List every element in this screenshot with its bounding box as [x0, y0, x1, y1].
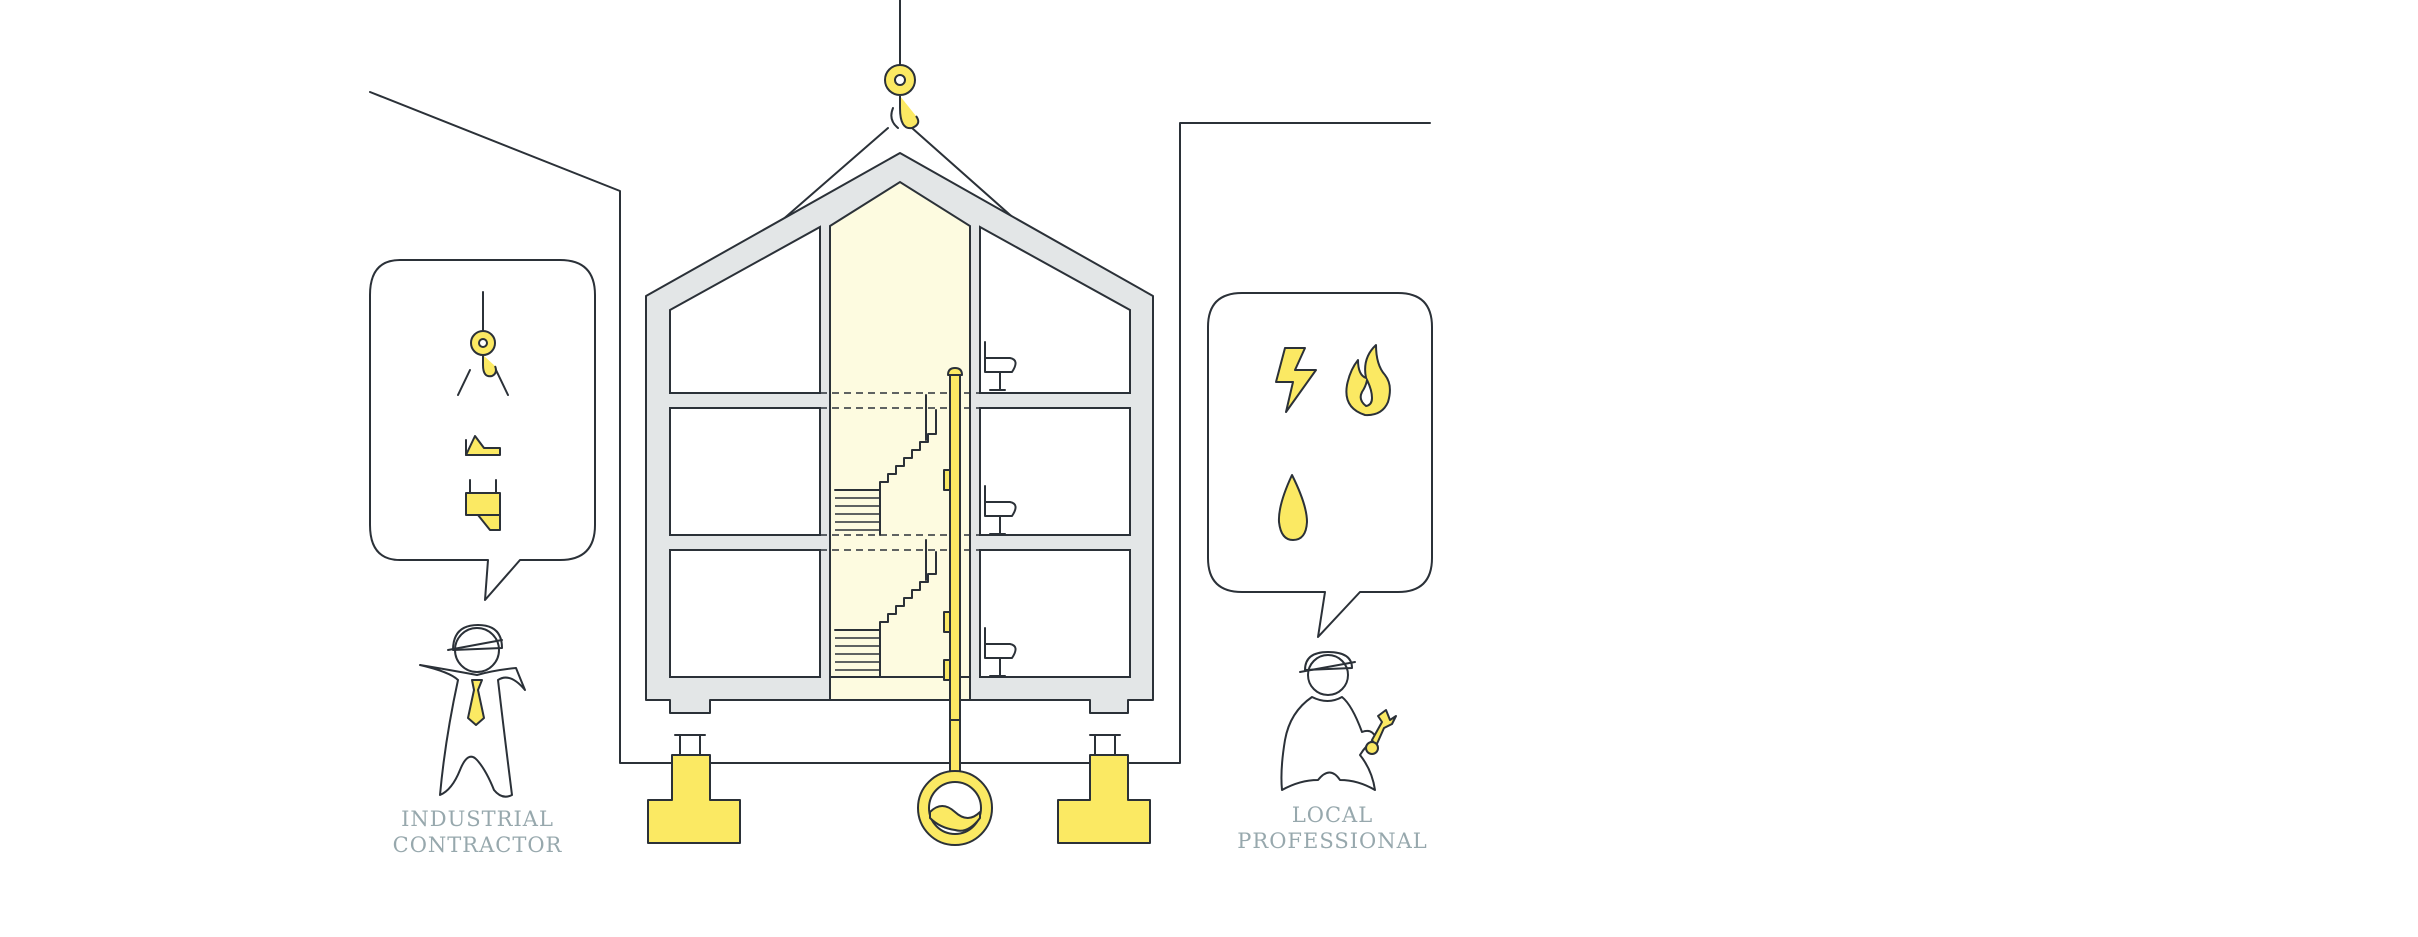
local-professional-figure	[1280, 651, 1397, 791]
speech-bubble-right	[1207, 292, 1433, 638]
foundation-block-right	[1057, 734, 1151, 844]
foundation-block-left	[647, 734, 741, 844]
caption-line: LOCAL	[1291, 803, 1374, 827]
room-right-bottom	[979, 549, 1131, 678]
room-right-top	[979, 225, 1131, 394]
toilet-icon	[984, 341, 1017, 677]
room-left-middle	[669, 407, 821, 536]
plug-connector-icon	[465, 479, 501, 531]
lightning-bolt-icon	[1275, 347, 1317, 413]
water-drop-icon	[1277, 474, 1308, 541]
flame-icon	[1345, 344, 1391, 417]
caption-line: INDUSTRIAL	[401, 807, 554, 831]
crane-hook-icon	[884, 64, 920, 130]
caption-line: CONTRACTOR	[392, 833, 563, 857]
staircase	[834, 394, 937, 678]
caption-line: PROFESSIONAL	[1237, 829, 1428, 853]
house-section	[645, 152, 1154, 721]
crane-hook-small-icon	[457, 291, 509, 396]
caption-industrial-contractor: INDUSTRIAL CONTRACTOR	[370, 806, 585, 858]
caption-local-professional: LOCAL PROFESSIONAL	[1225, 802, 1440, 854]
wrench-icon	[1365, 709, 1397, 755]
utility-connection-ring	[917, 719, 993, 846]
prefab-module-icon	[465, 435, 501, 456]
room-left-bottom	[669, 549, 821, 678]
speech-bubble-left	[369, 259, 596, 601]
utility-riser	[943, 367, 963, 721]
ground-line-left	[369, 91, 1431, 764]
industrial-contractor-figure	[419, 624, 526, 798]
room-right-middle	[979, 407, 1131, 536]
